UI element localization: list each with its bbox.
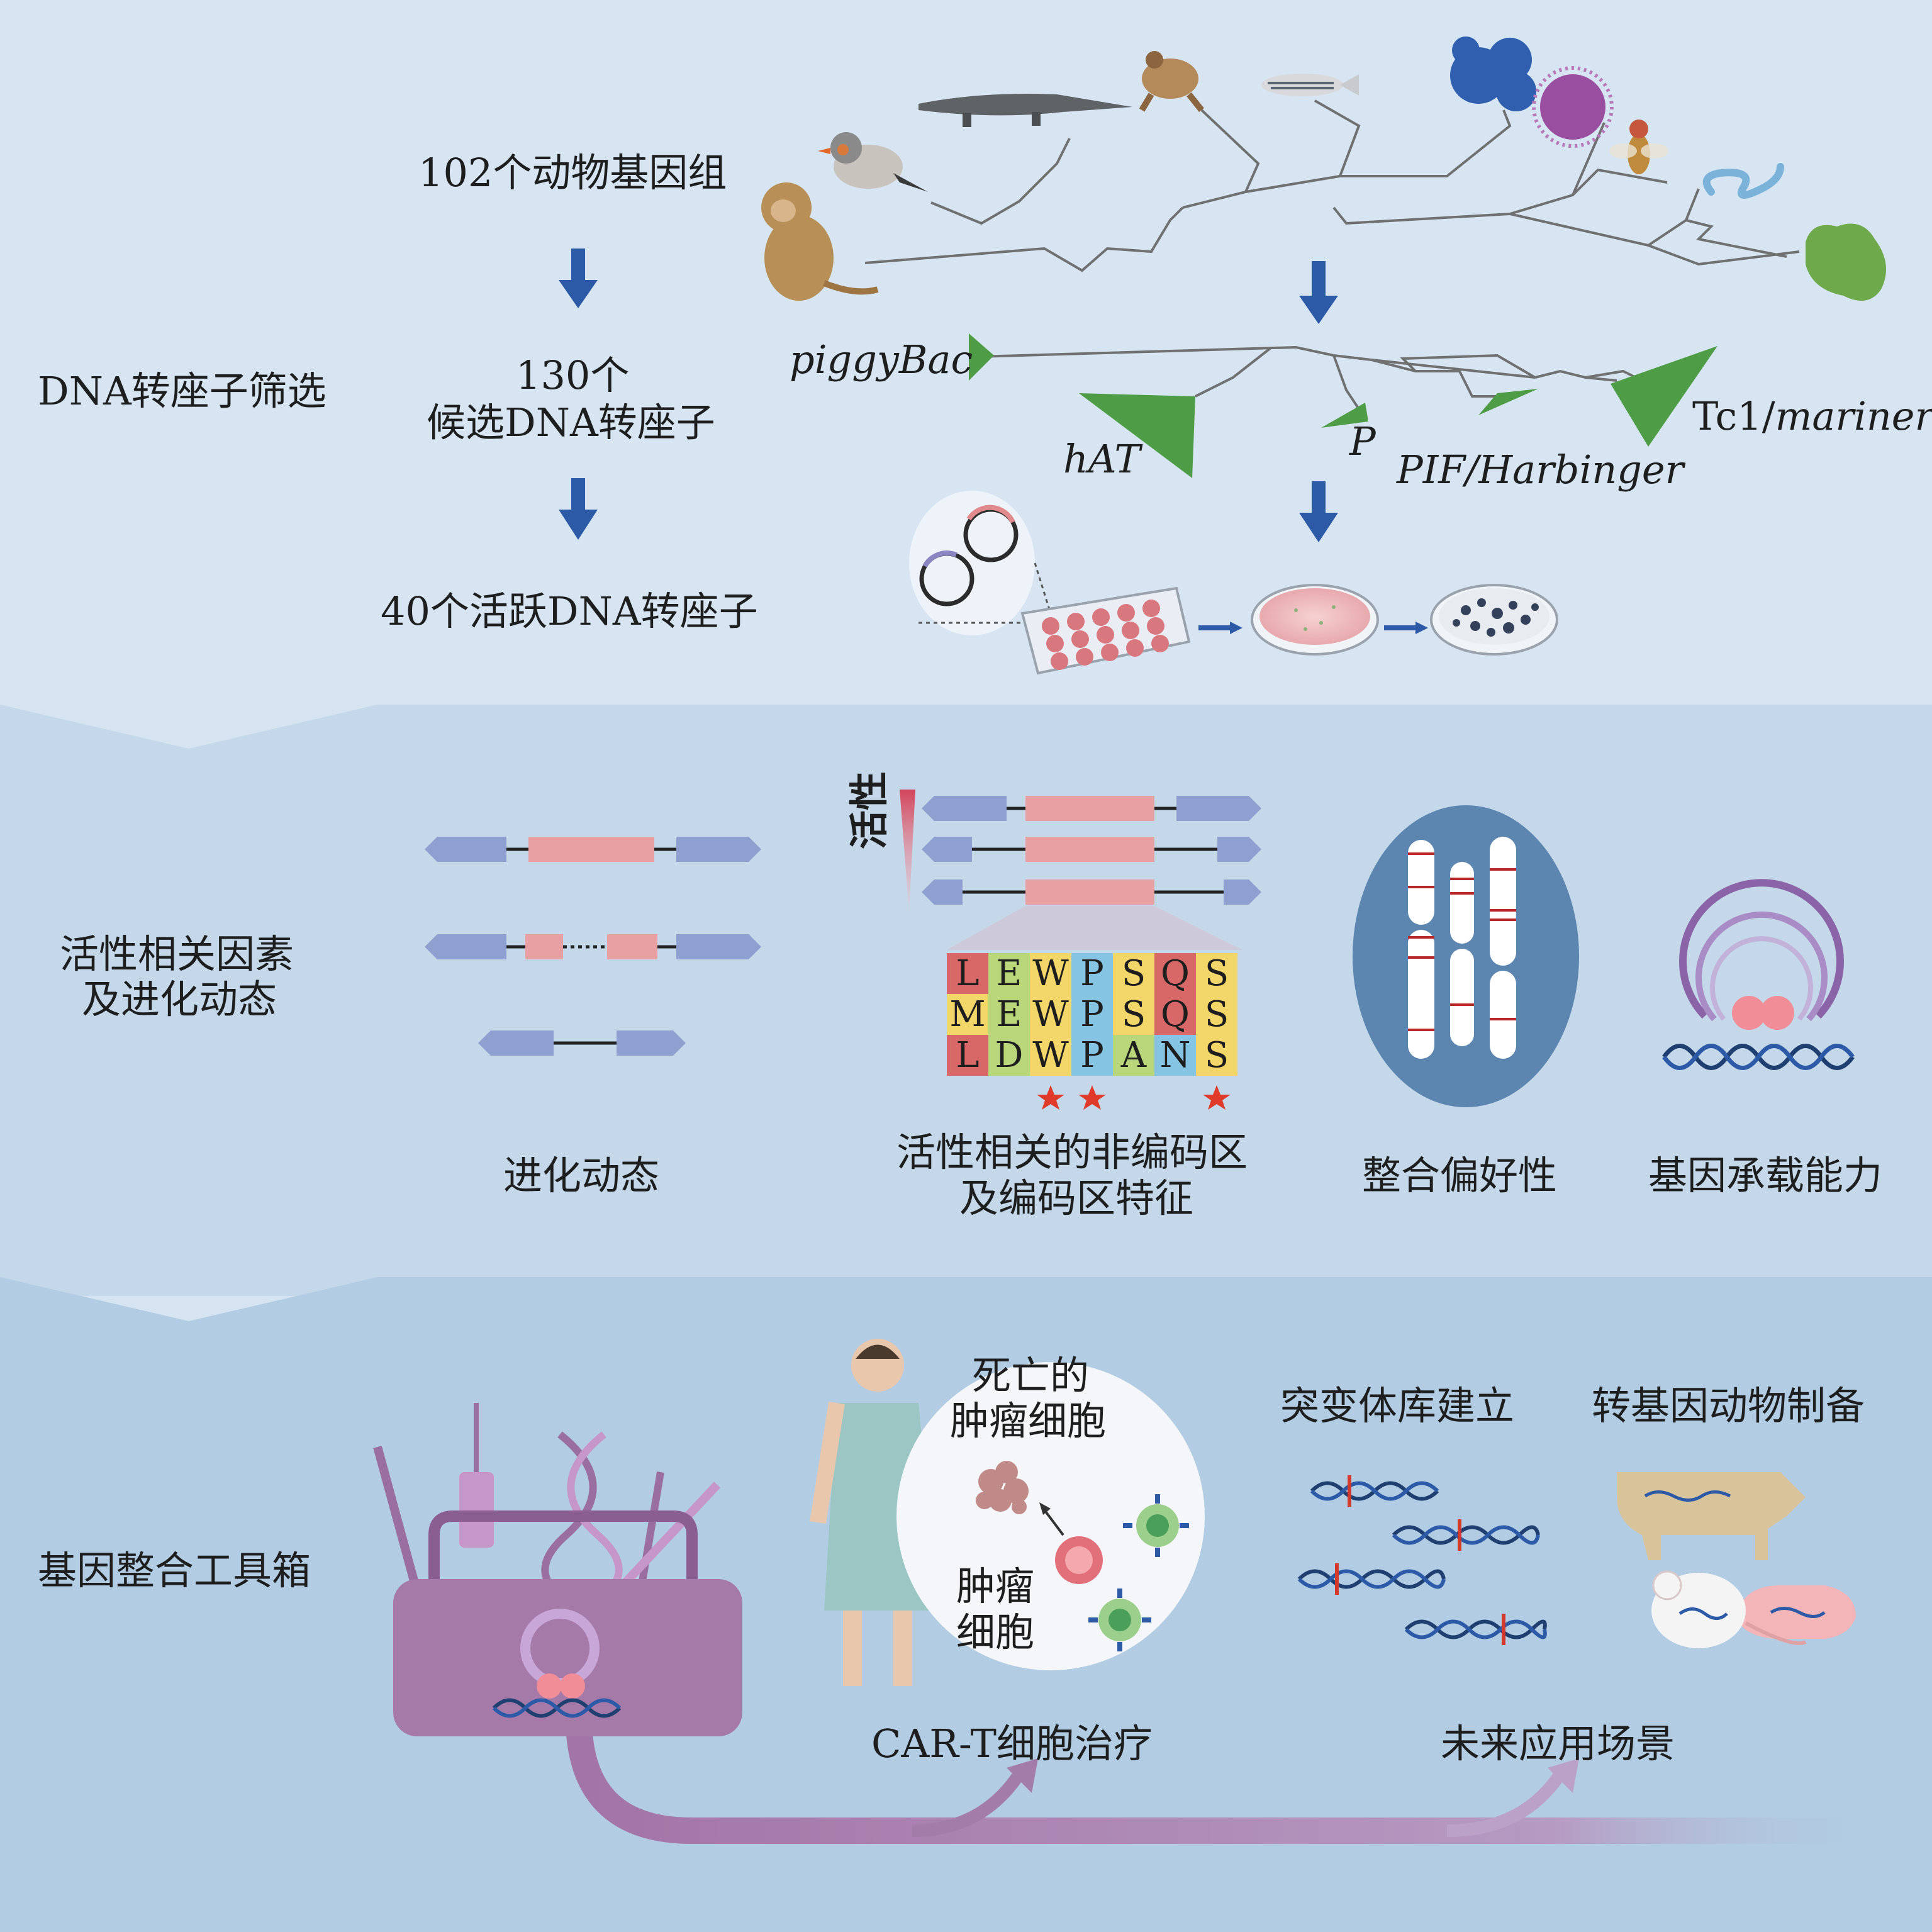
family-tc1-mariner: mariner [1775, 393, 1932, 439]
future-applications-label: 未来应用场景 [1441, 1721, 1675, 1767]
transposon-full [425, 837, 761, 862]
screening-section-label: DNA转座子筛选 [38, 368, 327, 414]
factors-section-label-1: 活性相关因素 [60, 931, 294, 977]
transposon-degraded [425, 934, 761, 959]
monkey-icon [761, 182, 879, 301]
alignment-residue: A [1120, 1035, 1147, 1076]
cart-therapy-label: CAR-T细胞治疗 [871, 1721, 1153, 1767]
alignment-residue: D [995, 1035, 1024, 1076]
sea-urchin-icon [1532, 66, 1614, 148]
candidate-label-text: 候选DNA转座子 [427, 399, 715, 445]
plasmid-screening [909, 491, 1558, 675]
placozoan-icon [1806, 223, 1886, 301]
family-p: P [1349, 418, 1376, 464]
car-t-circle [896, 1362, 1205, 1670]
activity-transposons [922, 796, 1261, 905]
family-piggybac: piggyBac [790, 337, 973, 382]
alignment-residue: S [1204, 1035, 1229, 1076]
transposon-remnant [478, 1030, 686, 1056]
alignment-residue: E [996, 994, 1022, 1035]
alignment-residue: W [1032, 1035, 1069, 1076]
alignment-residue: S [1121, 953, 1146, 994]
mutant-library-label: 突变体库建立 [1280, 1383, 1515, 1429]
alignment-residue: S [1121, 994, 1146, 1035]
transposon-tree [978, 345, 1636, 410]
tumor-cell-label-1: 肿瘤 [956, 1563, 1035, 1609]
zebrafish-icon [1261, 74, 1359, 96]
tree-arrow-1 [1299, 261, 1338, 324]
transgenic-label: 转基因动物制备 [1592, 1383, 1865, 1429]
step-arrow-1 [559, 248, 598, 308]
clade-triangles [969, 333, 1717, 478]
family-hat: hAT [1063, 436, 1141, 482]
active-count-text: 40个活跃DNA转座子 [381, 588, 758, 634]
alignment-residue: M [949, 994, 986, 1035]
alignment-residue: L [956, 1035, 980, 1076]
nematode-icon [1702, 163, 1784, 199]
genome-count-text: 102个动物基因组 [418, 150, 727, 196]
alignment-residue: L [956, 953, 980, 994]
toolbox-section-label: 基因整合工具箱 [38, 1548, 311, 1594]
alignment-residue: S [1204, 953, 1229, 994]
crocodile-icon [919, 94, 1132, 127]
family-tc1-prefix: Tc1/ [1692, 393, 1775, 439]
dead-tumor-label-2: 肿瘤细胞 [950, 1398, 1107, 1444]
toolbox-icon [373, 1403, 742, 1736]
fruit-fly-icon [1609, 120, 1668, 174]
alignment-residue: N [1159, 1035, 1191, 1076]
caption-features-2: 及编码区特征 [959, 1175, 1194, 1221]
toolbox-flow-arrow [566, 1717, 1881, 1844]
sponge-icon [1450, 36, 1536, 111]
alignment-residue: P [1080, 994, 1104, 1035]
tumor-cell-label-2: 细胞 [956, 1609, 1035, 1655]
factors-section-label-2: 及进化动态 [82, 976, 277, 1022]
alignment-residue: W [1032, 953, 1069, 994]
activity-label: 活性 [846, 771, 892, 849]
alignment-residue: P [1080, 953, 1104, 994]
conserved-site-stars [1037, 1085, 1231, 1110]
step-arrow-2 [559, 478, 598, 540]
caption-evolution: 进化动态 [503, 1153, 660, 1198]
caption-integration: 整合偏好性 [1362, 1153, 1558, 1198]
alignment-residue: S [1204, 994, 1229, 1035]
frog-icon [1139, 51, 1204, 113]
integration-chromosomes [1353, 805, 1579, 1107]
family-tc1: Tc1/mariner [1692, 393, 1932, 440]
alignment-residue: Q [1161, 953, 1190, 994]
family-pif: PIF/Harbinger [1397, 447, 1684, 493]
dead-tumor-label-1: 死亡的 [972, 1353, 1090, 1399]
species-tree [864, 99, 1800, 272]
caption-cargo: 基因承载能力 [1648, 1153, 1883, 1198]
mutant-library-dna [1297, 1475, 1547, 1645]
cargo-capacity-rings [1662, 879, 1855, 1070]
activity-gradient-wedge [900, 790, 915, 912]
alignment-residue: W [1032, 994, 1069, 1035]
alignment-residue: Q [1161, 994, 1190, 1035]
alignment-residue: P [1080, 1035, 1104, 1076]
alignment-cells [947, 953, 1237, 1110]
tree-arrow-2 [1299, 481, 1338, 542]
candidate-count-text: 130个 [516, 352, 630, 398]
caption-features-1: 活性相关的非编码区 [896, 1129, 1248, 1175]
transgenic-animals [1617, 1472, 1856, 1648]
alignment-zoom-wedge [947, 906, 1242, 950]
alignment-residue: E [996, 953, 1022, 994]
finch-icon [818, 132, 928, 192]
